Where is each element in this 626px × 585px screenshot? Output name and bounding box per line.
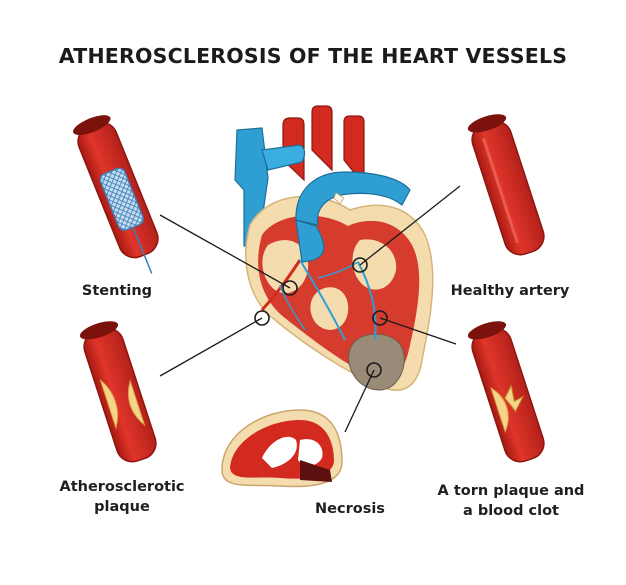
label-healthy-artery: Healthy artery [440,281,580,301]
label-torn-plaque: A torn plaque and a blood clot [426,481,596,521]
torn-plaque-illustration [467,321,545,463]
necrosis-cross-section-illustration [221,409,343,488]
label-torn-line2: a blood clot [463,503,559,519]
plaque-vessel-illustration [79,321,157,463]
pointer-circles [254,257,388,378]
stenting-vessel-illustration [73,115,159,274]
label-atherosclerotic-plaque: Atherosclerotic plaque [52,477,192,517]
diagram-title: ATHEROSCLEROSIS OF THE HEART VESSELS [58,44,568,68]
heart-illustration [234,105,434,391]
label-atherosclerotic-line2: plaque [94,499,150,515]
pointer-lines [159,185,461,433]
label-torn-line1: A torn plaque and [437,483,585,499]
label-necrosis-text: Necrosis [315,501,385,517]
label-atherosclerotic-line1: Atherosclerotic [59,479,185,495]
label-stenting-text: Stenting [81,283,153,299]
healthy-artery-illustration [467,114,545,256]
label-stenting: Stenting [62,281,172,301]
label-necrosis: Necrosis [300,499,400,519]
label-healthy-artery-text: Healthy artery [450,283,570,299]
